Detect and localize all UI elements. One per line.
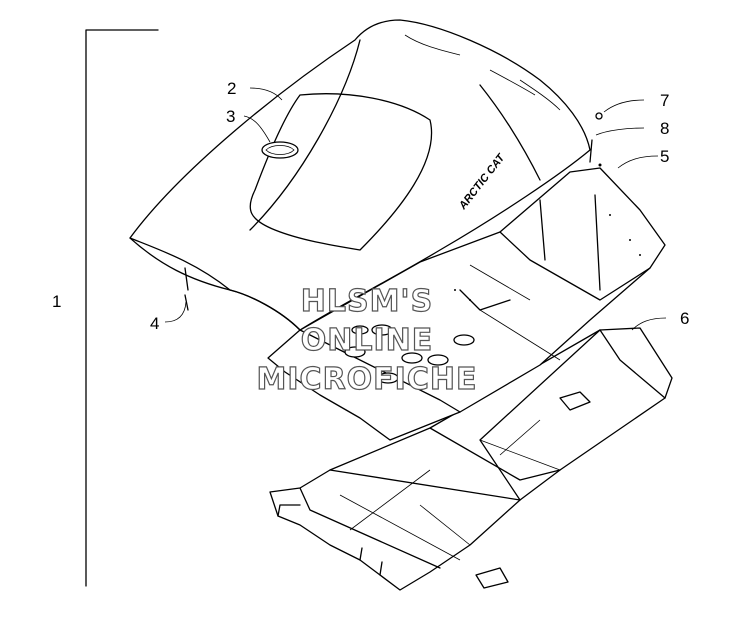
leader-lines bbox=[164, 87, 667, 331]
floor-panel bbox=[267, 163, 666, 441]
callout-1: 1 bbox=[52, 292, 61, 311]
callout-6: 6 bbox=[680, 309, 689, 328]
callout-7: 7 bbox=[660, 91, 669, 110]
watermark-line-3: MICROFICHE bbox=[257, 362, 478, 397]
callout-3: 3 bbox=[226, 107, 235, 126]
callout-2: 2 bbox=[227, 79, 236, 98]
callout-8: 8 bbox=[660, 119, 669, 138]
assembly-bracket bbox=[85, 29, 159, 587]
callout-5: 5 bbox=[660, 147, 669, 166]
hood-emblem bbox=[261, 141, 299, 159]
watermark-line-1: HLSM'S bbox=[301, 284, 433, 319]
hood: ARCTIC CAT bbox=[129, 19, 591, 331]
watermark-line-2: ONLINE bbox=[301, 323, 434, 358]
callouts: 1 2 3 4 5 6 7 8 bbox=[52, 79, 689, 333]
hardware-fastener bbox=[589, 112, 603, 163]
callout-4: 4 bbox=[150, 314, 159, 333]
watermark: HLSM'S ONLINE MICROFICHE bbox=[256, 283, 478, 397]
bottom-tray bbox=[269, 327, 673, 591]
